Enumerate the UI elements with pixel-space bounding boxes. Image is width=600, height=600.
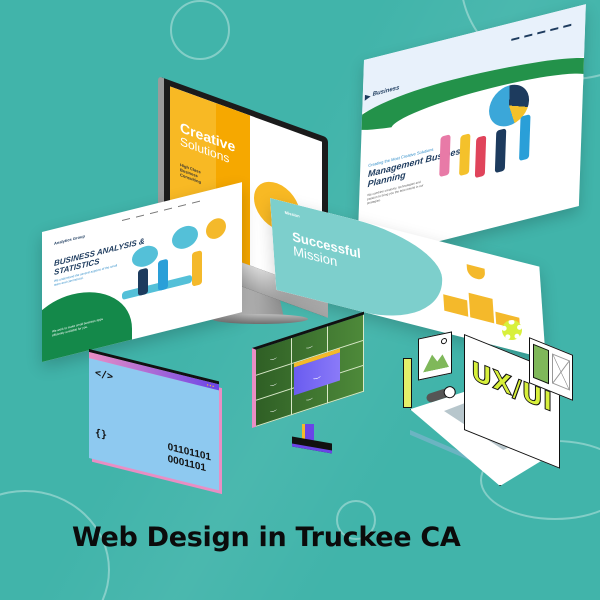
image-placeholder-green	[533, 343, 549, 385]
image-placeholder-cross	[552, 353, 570, 391]
sun-icon	[441, 337, 447, 345]
person-illustration	[494, 128, 507, 174]
code-tag-icon: </>	[95, 367, 114, 383]
binary-text: 01101101 0001101	[168, 442, 211, 477]
person-illustration	[459, 133, 471, 177]
gear-bubble-icon	[206, 216, 226, 242]
nav-item	[150, 211, 158, 215]
design-toolbar	[403, 358, 412, 408]
podium-block	[443, 294, 469, 317]
nav-item	[122, 218, 130, 222]
person-illustration	[519, 114, 531, 162]
nav-item	[136, 214, 144, 218]
mountain-icon	[423, 347, 449, 373]
person-illustration	[474, 135, 487, 179]
trophy-icon	[466, 264, 486, 282]
podium-block	[468, 292, 495, 324]
nav-item	[164, 207, 172, 211]
decorative-circle-bottom	[336, 500, 376, 540]
site-logo: Analytics Group	[54, 233, 85, 247]
speech-bubble-icon	[172, 223, 198, 252]
person-illustration	[192, 250, 202, 287]
monitor-base	[212, 314, 308, 324]
window-controls-icon: •••	[206, 382, 215, 391]
curly-braces-icon: {}	[95, 427, 108, 442]
person-illustration	[439, 134, 451, 178]
person-illustration	[158, 258, 168, 292]
nav-item	[192, 200, 200, 204]
page-headline: Web Design in Truckee CA	[72, 522, 461, 553]
decorative-circle-top	[170, 0, 230, 60]
person-illustration	[138, 267, 148, 297]
image-card	[418, 331, 452, 381]
gear-icon	[502, 320, 522, 340]
meeting-table	[122, 274, 192, 301]
nav-item	[178, 204, 186, 208]
